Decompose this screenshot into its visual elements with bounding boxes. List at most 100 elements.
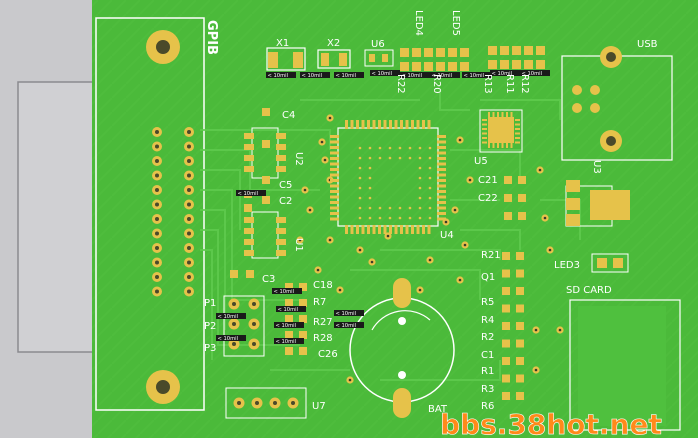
smd-pad — [424, 62, 433, 71]
label-bat: BAT — [428, 404, 448, 415]
label-x2: X2 — [327, 38, 340, 49]
dimension-tags: < 10mil< 10mil< 10mil< 10mil< 10mil< 10m… — [216, 70, 550, 345]
smd-pad — [299, 347, 307, 355]
dimension-tag: < 10mil — [370, 70, 400, 77]
header-u7 — [225, 387, 307, 419]
smd-pad — [299, 315, 307, 323]
smd-pad — [488, 60, 497, 69]
chip-u3 — [565, 180, 630, 227]
smd-pad — [502, 269, 510, 278]
label-c3: C3 — [262, 274, 275, 285]
chip-u1 — [244, 211, 286, 259]
passive-column-right — [502, 176, 526, 400]
label-c22: C22 — [478, 193, 498, 204]
label-r7: R7 — [313, 297, 326, 308]
smd-pad — [262, 140, 270, 148]
label-r20: R20 — [431, 74, 442, 94]
label-c4: C4 — [282, 110, 295, 121]
chip-u5 — [479, 109, 523, 153]
dimension-tag: < 10mil — [334, 310, 364, 317]
smd-pad — [448, 62, 457, 71]
smd-pad — [524, 46, 533, 55]
traces — [200, 90, 581, 381]
label-r22: R22 — [395, 74, 406, 94]
header-p — [223, 295, 265, 357]
watermark-text: bbs.38hot.net — [440, 408, 662, 438]
smd-pad — [460, 62, 469, 71]
smd-pad — [412, 48, 421, 57]
battery-holder — [349, 278, 455, 418]
smd-pad — [436, 62, 445, 71]
smd-pad — [460, 48, 469, 57]
label-r21: R21 — [481, 250, 501, 261]
smd-pad — [516, 392, 524, 400]
svg-text:< 10mil: < 10mil — [402, 73, 423, 79]
smd-pad — [230, 270, 238, 278]
passive-column-left — [230, 108, 307, 355]
dimension-tag: < 10mil — [266, 72, 296, 79]
label-u7: U7 — [312, 401, 326, 412]
smd-pad — [502, 252, 510, 260]
svg-text:< 10mil: < 10mil — [522, 71, 543, 77]
label-usb: USB — [637, 39, 658, 50]
dimension-tag: < 10mil — [430, 72, 460, 79]
smd-pad — [504, 194, 512, 202]
svg-text:< 10mil: < 10mil — [274, 289, 295, 295]
smd-pad — [502, 357, 510, 365]
svg-text:< 10mil: < 10mil — [302, 73, 323, 79]
label-p2: P2 — [204, 321, 216, 332]
label-c26: C26 — [318, 349, 338, 360]
smd-pad — [516, 269, 524, 278]
svg-text:< 10mil: < 10mil — [432, 73, 453, 79]
dimension-tag: < 10mil — [300, 72, 330, 79]
label-c2: C2 — [279, 196, 292, 207]
usb-connector — [561, 46, 673, 161]
svg-text:< 10mil: < 10mil — [278, 307, 299, 313]
smd-pad — [516, 322, 524, 330]
dimension-tag: < 10mil — [216, 335, 246, 342]
chip-u4 — [330, 120, 446, 234]
smd-pad — [285, 347, 293, 355]
dimension-tag: < 10mil — [490, 70, 520, 77]
smd-pad — [246, 270, 254, 278]
label-c18: C18 — [313, 280, 333, 291]
dimension-tag: < 10mil — [216, 313, 246, 320]
label-c21: C21 — [478, 175, 498, 186]
smd-pad — [400, 48, 409, 57]
smd-pad — [536, 60, 545, 69]
smd-pad — [285, 283, 293, 291]
svg-text:< 10mil: < 10mil — [218, 314, 239, 320]
smd-pad — [262, 196, 270, 204]
smd-pad — [424, 48, 433, 57]
svg-text:< 10mil: < 10mil — [268, 73, 289, 79]
smd-pad — [500, 46, 509, 55]
dimension-tag: < 10mil — [400, 72, 430, 79]
label-gpib: GPIB — [204, 20, 219, 55]
smd-pad — [518, 176, 526, 184]
smd-pad — [518, 194, 526, 202]
smd-pad — [285, 315, 293, 323]
smd-pad — [502, 287, 510, 295]
svg-text:< 10mil: < 10mil — [276, 323, 297, 329]
svg-text:< 10mil: < 10mil — [464, 73, 485, 79]
svg-text:< 10mil: < 10mil — [276, 339, 297, 345]
label-r2: R2 — [481, 332, 494, 343]
label-r4: R4 — [481, 315, 494, 326]
dimension-tag: < 10mil — [236, 190, 266, 197]
label-r1: R1 — [481, 366, 494, 377]
smd-pad — [502, 322, 510, 330]
crystal-x2 — [317, 49, 351, 69]
svg-text:< 10mil: < 10mil — [238, 191, 259, 197]
smd-pad — [299, 299, 307, 307]
svg-text:< 10mil: < 10mil — [218, 336, 239, 342]
smd-pad — [436, 48, 445, 57]
label-r6: R6 — [481, 401, 494, 412]
smd-pad — [512, 60, 521, 69]
smd-pad — [516, 357, 524, 365]
label-u5: U5 — [474, 156, 488, 167]
label-u4: U4 — [440, 230, 454, 241]
smd-pad — [244, 204, 252, 212]
smd-pad — [502, 374, 510, 383]
smd-pad — [285, 299, 293, 307]
